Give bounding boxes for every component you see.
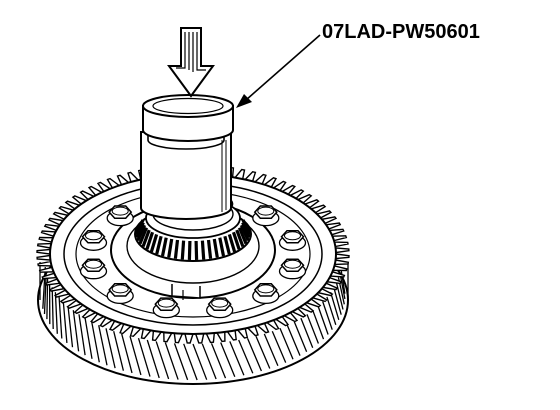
bolt-top bbox=[284, 259, 301, 269]
roller bbox=[149, 233, 159, 253]
helix-line bbox=[146, 339, 160, 379]
helix-line bbox=[67, 305, 74, 348]
roller bbox=[231, 231, 241, 250]
helix-line bbox=[164, 342, 179, 380]
helix-line bbox=[293, 321, 308, 353]
bolt bbox=[79, 258, 108, 280]
helix-line bbox=[255, 335, 271, 369]
helix-line bbox=[121, 333, 133, 374]
bolt bbox=[252, 283, 280, 305]
helix-line bbox=[42, 267, 46, 309]
roller bbox=[180, 240, 186, 260]
helix-line bbox=[317, 305, 329, 335]
leader-arrowhead bbox=[236, 94, 252, 108]
helix-line bbox=[220, 342, 236, 378]
roller bbox=[239, 224, 250, 242]
helix-line bbox=[129, 336, 142, 376]
helix-line bbox=[155, 341, 170, 380]
helix-line bbox=[201, 343, 217, 380]
helix-line bbox=[333, 287, 342, 315]
roller bbox=[155, 235, 163, 255]
helix-line bbox=[263, 333, 279, 366]
helix-line bbox=[300, 317, 314, 349]
roller bbox=[187, 240, 192, 260]
helix-line bbox=[286, 324, 301, 356]
bearing-rollers bbox=[134, 219, 252, 260]
helix-line bbox=[322, 301, 333, 330]
helix-line bbox=[137, 338, 151, 377]
bolt bbox=[252, 205, 280, 227]
helix-line bbox=[312, 309, 325, 340]
bolt bbox=[206, 297, 234, 319]
bolt-top bbox=[284, 231, 301, 241]
roller bbox=[194, 240, 199, 260]
driver-attachment-tool bbox=[140, 94, 234, 220]
helix-line bbox=[78, 314, 86, 356]
bolt bbox=[106, 205, 134, 227]
roller bbox=[212, 238, 219, 258]
roller bbox=[134, 219, 145, 235]
press-force-arrow bbox=[167, 27, 215, 98]
helix-line bbox=[58, 296, 63, 339]
helix-line bbox=[72, 310, 80, 352]
roller bbox=[136, 224, 147, 242]
helix-line bbox=[173, 343, 189, 381]
bolt-top bbox=[157, 298, 175, 308]
roller bbox=[141, 229, 151, 248]
bolt-top bbox=[257, 284, 275, 294]
roller bbox=[173, 239, 180, 259]
helix-line bbox=[271, 330, 287, 363]
bolt bbox=[278, 258, 307, 280]
helix-line bbox=[183, 343, 198, 381]
helix-line bbox=[238, 339, 254, 374]
helix-line bbox=[91, 321, 100, 363]
helix-line bbox=[210, 343, 227, 379]
roller bbox=[138, 227, 148, 245]
bolt-top bbox=[85, 259, 102, 269]
helix-line bbox=[113, 331, 125, 371]
helix-line bbox=[51, 287, 54, 330]
bolt bbox=[278, 229, 307, 251]
tool-part-number-label: 07LAD-PW50601 bbox=[322, 21, 480, 43]
helix-line bbox=[335, 282, 344, 310]
helix-line bbox=[306, 314, 320, 344]
bolt-top bbox=[111, 284, 129, 294]
roller bbox=[223, 235, 231, 255]
leader-line bbox=[245, 34, 321, 101]
bolt-top bbox=[211, 298, 229, 308]
roller bbox=[200, 240, 206, 260]
helix-line bbox=[326, 296, 337, 325]
helix-line bbox=[246, 337, 262, 372]
bolt-top bbox=[257, 206, 275, 216]
bolt-top bbox=[85, 231, 102, 241]
bolt bbox=[79, 229, 108, 251]
bolt bbox=[106, 283, 134, 305]
helix-line bbox=[229, 341, 245, 376]
helix-line bbox=[340, 266, 346, 294]
helix-line bbox=[192, 343, 208, 380]
helix-line bbox=[279, 328, 294, 360]
roller bbox=[218, 237, 226, 257]
helix-line bbox=[84, 317, 93, 359]
helix-line bbox=[54, 292, 58, 334]
roller bbox=[167, 238, 174, 258]
tool-callout: 07LAD-PW50601 bbox=[236, 21, 480, 108]
roller bbox=[227, 233, 237, 253]
helix-line bbox=[98, 325, 108, 366]
helix-line bbox=[43, 272, 47, 315]
helix-line bbox=[105, 328, 116, 369]
roller bbox=[206, 239, 213, 259]
roller bbox=[238, 227, 248, 245]
helix-line bbox=[329, 292, 340, 320]
roller bbox=[160, 237, 168, 257]
roller bbox=[241, 221, 252, 238]
bolt-top bbox=[111, 206, 129, 216]
roller bbox=[145, 231, 155, 250]
bolt bbox=[152, 297, 180, 319]
helix-line bbox=[62, 301, 68, 343]
roller bbox=[235, 229, 245, 248]
